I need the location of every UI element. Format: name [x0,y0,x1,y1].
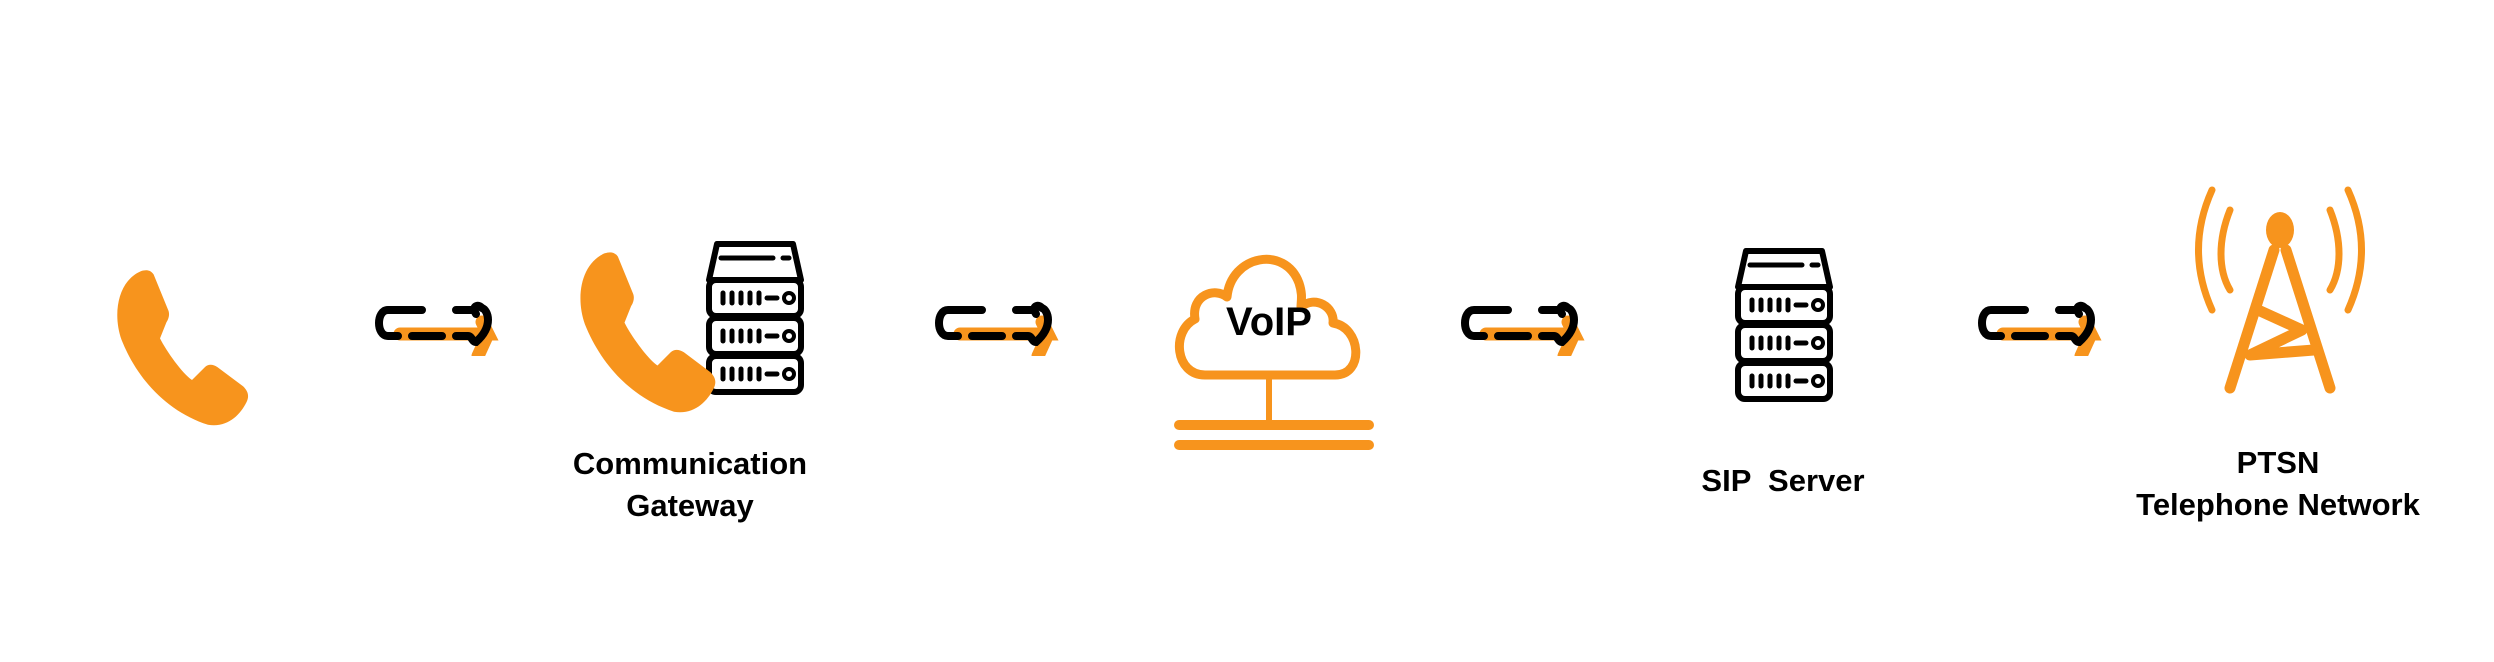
arrow-icon [932,296,1072,364]
voip-text: VoIP [1226,300,1312,344]
phone-icon [112,268,272,428]
label-line: SIP Server [1701,463,1865,498]
ptsn-node [2190,180,2370,395]
label-line: PTSN [2236,445,2320,480]
gateway-node [575,238,835,418]
tower-icon [2195,186,2365,394]
ptsn-label: PTSN Telephone Network [2136,442,2420,526]
voip-node: VoIP [1165,235,1385,455]
label-line: Communication [572,446,808,481]
phone-node [112,268,272,428]
arrow-icon [1458,296,1598,364]
server-icon [1708,245,1860,405]
arrow-icon [372,296,512,364]
arrow-icon [1975,296,2115,364]
cloud-icon [1174,254,1374,450]
phone-icon [575,250,740,415]
sip-server-label: SIP Server [1701,460,1864,502]
sip-server-node [1708,245,1860,405]
label-line: Gateway [626,488,754,523]
label-line: Telephone Network [2136,487,2420,522]
